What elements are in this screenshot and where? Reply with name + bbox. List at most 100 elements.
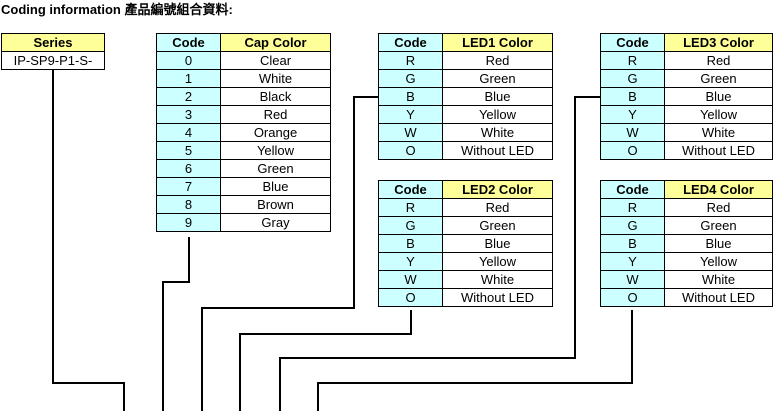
led3-connector-line — [279, 96, 600, 411]
led4-color-cell: Yellow — [664, 252, 773, 271]
led1-code-cell: G — [378, 69, 443, 88]
cap-color-cell: Blue — [220, 177, 331, 196]
led2-connector-line — [239, 310, 412, 411]
led3-code-cell: W — [600, 123, 665, 142]
led3-color-cell: Yellow — [664, 105, 773, 124]
cap-code-header: Code — [156, 33, 221, 52]
cap-color-cell: Green — [220, 159, 331, 178]
cap-color-cell: Gray — [220, 213, 331, 232]
led1-color-cell: Without LED — [442, 141, 553, 160]
cap-color-cell: Red — [220, 105, 331, 124]
led3-color-cell: Without LED — [664, 141, 773, 160]
led1-color-cell: Yellow — [442, 105, 553, 124]
led4-code-cell: R — [600, 198, 665, 217]
led3-color-cell: Red — [664, 51, 773, 70]
cap-code-cell: 8 — [156, 195, 221, 214]
cap-code-cell: 5 — [156, 141, 221, 160]
series-table: Series IP-SP9-P1-S- — [1, 33, 105, 70]
led3-code-cell: B — [600, 87, 665, 106]
cap-code-cell: 3 — [156, 105, 221, 124]
series-value: IP-SP9-P1-S- — [1, 51, 105, 70]
cap-color-cell: Brown — [220, 195, 331, 214]
led3-code-cell: Y — [600, 105, 665, 124]
led4-color-cell: Red — [664, 198, 773, 217]
led3-color-cell: Blue — [664, 87, 773, 106]
led2-color-cell: Without LED — [442, 288, 553, 307]
cap-code-cell: 6 — [156, 159, 221, 178]
led1-code-cell: W — [378, 123, 443, 142]
led2-code-cell: G — [378, 216, 443, 235]
cap-color-cell: Orange — [220, 123, 331, 142]
led2-code-cell: R — [378, 198, 443, 217]
led2-color-header: LED2 Color — [442, 180, 553, 199]
led2-code-cell: O — [378, 288, 443, 307]
led1-color-cell: Green — [442, 69, 553, 88]
led1-color-cell: Red — [442, 51, 553, 70]
cap-color-cell: Clear — [220, 51, 331, 70]
led2-color-cell: Red — [442, 198, 553, 217]
cap-connector-line — [162, 237, 190, 411]
led1-color-cell: Blue — [442, 87, 553, 106]
led4-connector-line — [317, 310, 633, 411]
led2-code-cell: W — [378, 270, 443, 289]
led1-code-header: Code — [378, 33, 443, 52]
led1-connector-line — [201, 96, 378, 411]
led2-color-cell: Yellow — [442, 252, 553, 271]
led4-code-cell: G — [600, 216, 665, 235]
led2-color-cell: White — [442, 270, 553, 289]
led1-color-header: LED1 Color — [442, 33, 553, 52]
led4-code-cell: O — [600, 288, 665, 307]
cap-code-cell: 9 — [156, 213, 221, 232]
led4-code-cell: B — [600, 234, 665, 253]
cap-color-header: Cap Color — [220, 33, 331, 52]
page-title: Coding information 產品編號組合資料: — [1, 2, 233, 17]
led1-code-cell: Y — [378, 105, 443, 124]
led3-code-header: Code — [600, 33, 665, 52]
led2-code-cell: Y — [378, 252, 443, 271]
cap-color-cell: Yellow — [220, 141, 331, 160]
led3-color-cell: White — [664, 123, 773, 142]
led4-code-header: Code — [600, 180, 665, 199]
led1-color-cell: White — [442, 123, 553, 142]
series-connector-line — [52, 70, 125, 411]
led4-color-cell: Without LED — [664, 288, 773, 307]
led1-code-cell: R — [378, 51, 443, 70]
series-header: Series — [1, 33, 105, 52]
cap-code-cell: 0 — [156, 51, 221, 70]
